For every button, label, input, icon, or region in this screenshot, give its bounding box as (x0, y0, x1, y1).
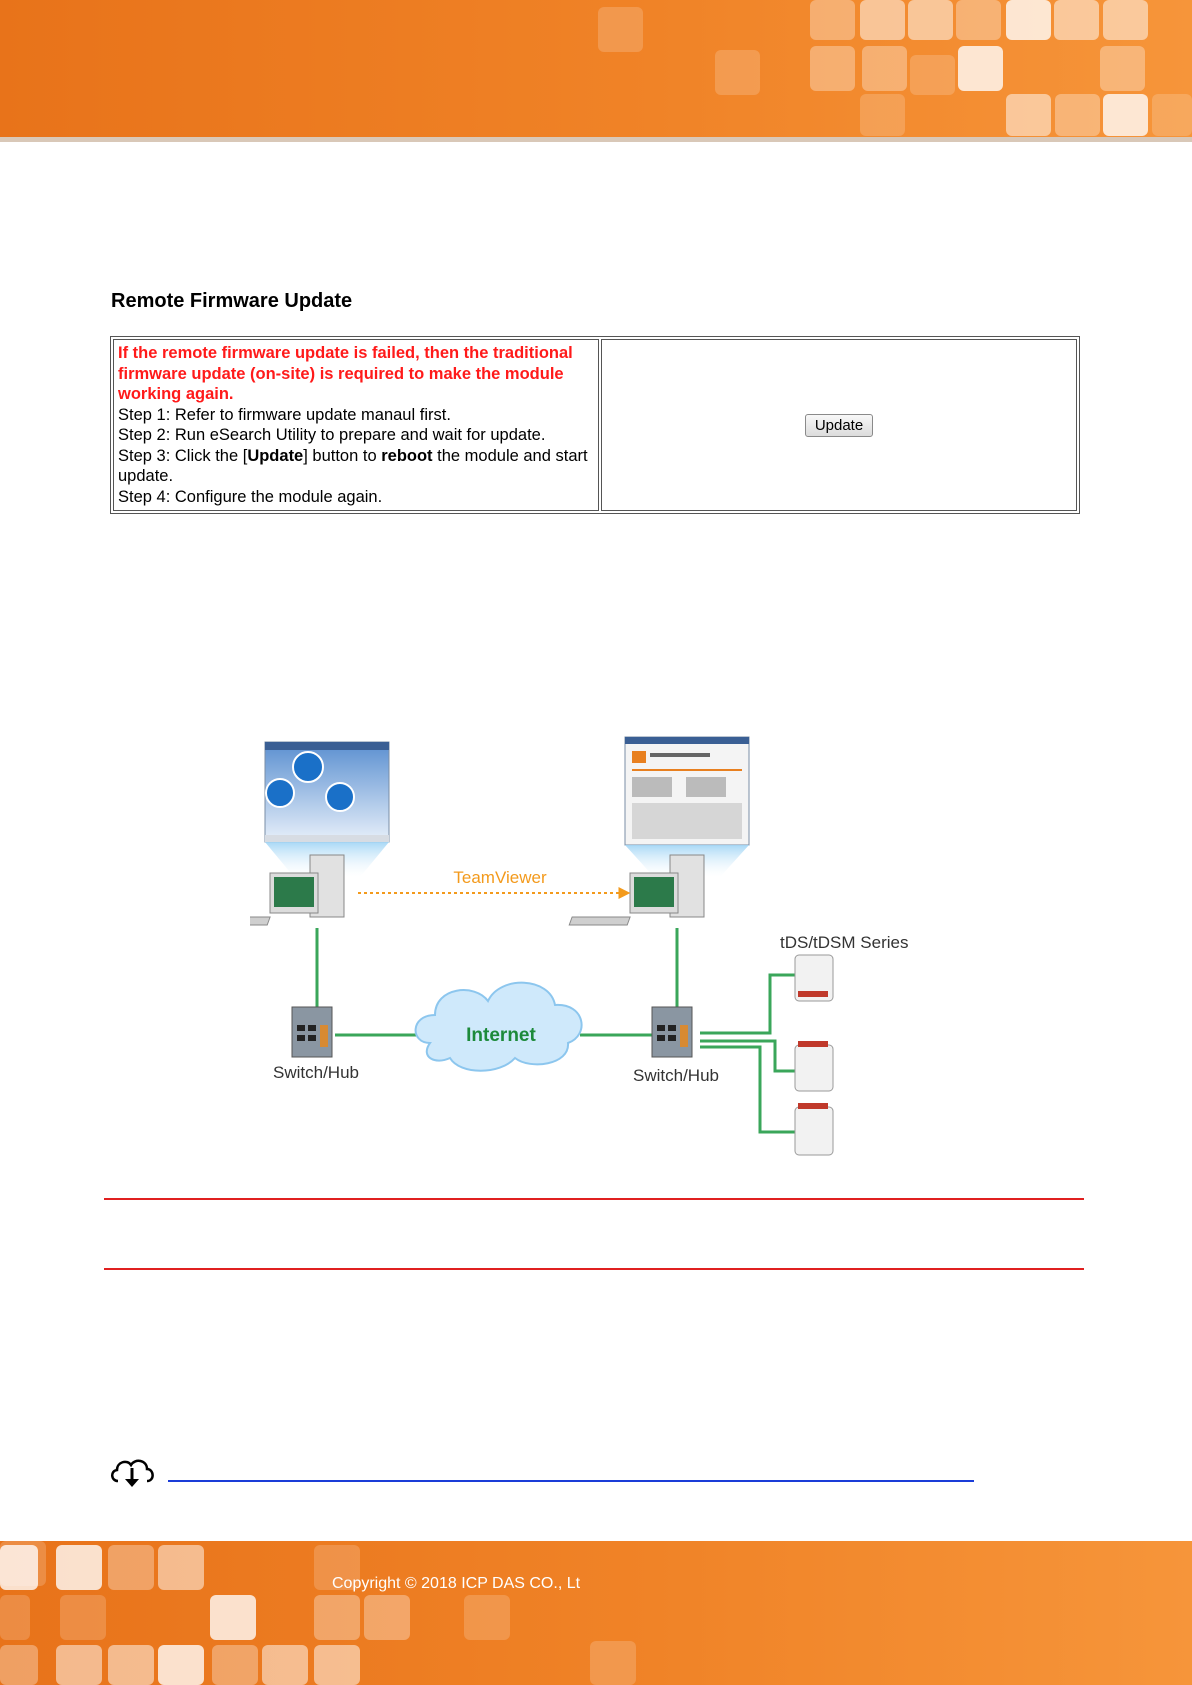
footer-decor-square (108, 1645, 154, 1685)
footer-decor-square (210, 1595, 256, 1640)
teamviewer-logo-icon (292, 751, 324, 783)
footer-decor-square (314, 1545, 360, 1590)
step-3-suffix: the module and start update. (118, 446, 588, 486)
step-2-text: Step 2: Run eSearch Utility to prepare a… (118, 426, 546, 444)
footer-decor-square (212, 1645, 258, 1685)
tds-device-icon (794, 954, 834, 1002)
left-switch-label: Switch/Hub (273, 1063, 359, 1082)
firmware-update-table: If the remote firmware update is failed,… (110, 336, 1080, 514)
footer-decor-square (60, 1595, 106, 1640)
footer-decor-square (0, 1541, 46, 1586)
tds-device-icon (794, 1103, 834, 1156)
teamviewer-network-diagram: TeamViewer Switch/Hub Switch/Hub Interne… (250, 736, 908, 1156)
header-decor-square (1103, 0, 1148, 40)
teamviewer-logo-icon (265, 778, 295, 808)
tds-device-icon (794, 1041, 834, 1092)
footer-decor-square (590, 1641, 636, 1685)
header-decor-square (1055, 94, 1100, 136)
header-decor-square (1152, 94, 1192, 136)
footer-decor-square (108, 1545, 154, 1590)
footer-decor-square (56, 1545, 102, 1590)
firmware-warning-text: If the remote firmware update is failed,… (118, 344, 573, 403)
left-computer-icon (250, 854, 345, 926)
left-switch-icon (291, 1006, 333, 1058)
footer-decor-square (314, 1595, 360, 1640)
copyright-text: Copyright © 2018 ICP DAS CO., Lt (332, 1575, 581, 1592)
step-4-text: Step 4: Configure the module again. (118, 487, 383, 506)
network-cables (315, 928, 795, 1134)
download-link-underline[interactable] (168, 1480, 974, 1482)
footer-decor-square (158, 1545, 204, 1590)
header-decor-square (598, 7, 643, 52)
firmware-action-cell: Update (601, 339, 1077, 511)
header-decor-square (958, 46, 1003, 91)
header-decor-square (810, 46, 855, 91)
header-decor-square (862, 46, 907, 91)
update-button[interactable]: Update (804, 413, 874, 437)
right-switch-icon (651, 1006, 693, 1058)
internet-label: Internet (466, 1025, 536, 1046)
header-banner (0, 0, 1192, 140)
note-top-divider (104, 1198, 1084, 1200)
teamviewer-logo-icon (325, 782, 355, 812)
header-decor-square (860, 0, 905, 40)
footer-decor-square (0, 1645, 38, 1685)
header-decor-square (908, 0, 953, 40)
right-computer-icon (568, 854, 705, 926)
right-switch-label: Switch/Hub (633, 1066, 719, 1085)
firmware-instructions-cell: If the remote firmware update is failed,… (113, 339, 599, 511)
note-bottom-divider (104, 1268, 1084, 1270)
header-divider (0, 137, 1192, 142)
footer-decor-square (56, 1645, 102, 1685)
footer-decor-square (158, 1645, 204, 1685)
devices-label: tDS/tDSM Series (780, 933, 908, 952)
web-config-page-screenshot (624, 736, 750, 846)
header-decor-square (860, 94, 905, 136)
internet-cloud-icon (414, 981, 583, 1072)
header-decor-square (810, 0, 855, 40)
header-decor-square (715, 50, 760, 95)
header-decor-square (1006, 0, 1051, 40)
footer-decor-square (364, 1595, 410, 1640)
footer-banner (0, 1541, 1192, 1685)
header-decor-square (1100, 46, 1145, 91)
step-3-text: Step 3: Click the [Update] button to reb… (118, 446, 594, 487)
step-3-prefix: Step 3: Click the [ (118, 446, 248, 465)
cloud-download-icon[interactable] (108, 1455, 156, 1489)
footer-decor-square (464, 1595, 510, 1640)
header-decor-square (1054, 0, 1099, 40)
header-decor-square (1103, 94, 1148, 136)
footer-decor-square (314, 1645, 360, 1685)
header-decor-square (1006, 94, 1051, 136)
step-1-text: Step 1: Refer to firmware update manaul … (118, 405, 451, 424)
header-decor-square (910, 55, 955, 95)
step-3-update-keyword: Update (247, 446, 304, 465)
teamviewer-window-screenshot (264, 741, 390, 843)
teamviewer-label: TeamViewer (453, 868, 547, 887)
footer-decor-square (0, 1595, 30, 1640)
footer-decor-square (0, 1545, 38, 1590)
section-title: Remote Firmware Update (111, 290, 353, 312)
step-3-middle: ] button to (303, 446, 382, 465)
header-decor-square (956, 0, 1001, 40)
footer-decor-square (262, 1645, 308, 1685)
step-3-reboot-keyword: reboot (381, 446, 433, 465)
